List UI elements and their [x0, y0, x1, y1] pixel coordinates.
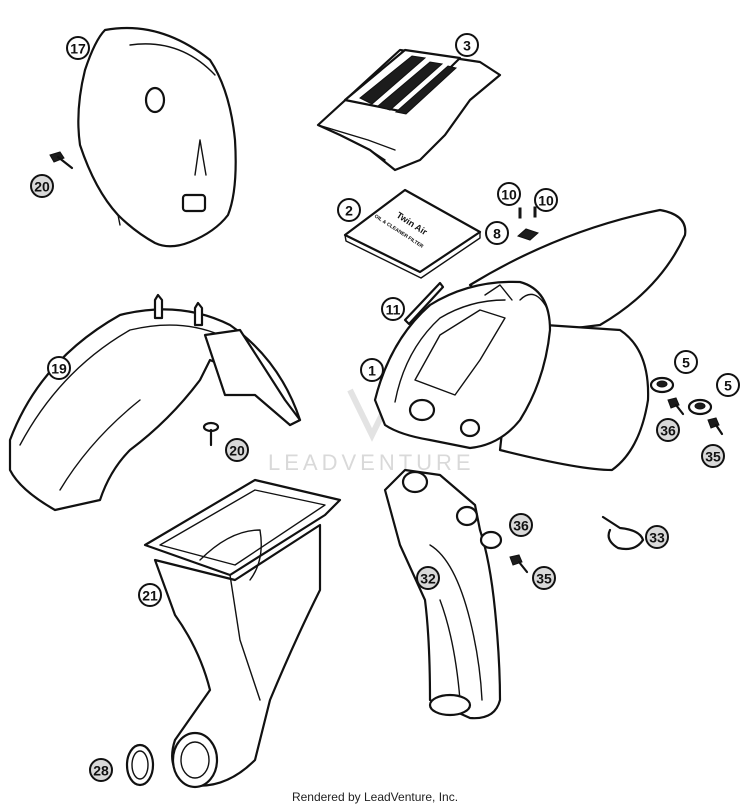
callout-8[interactable]: 8 [485, 221, 509, 245]
callout-label: 1 [368, 363, 376, 379]
part-11-strip[interactable] [403, 281, 445, 326]
callout-circle [89, 758, 113, 782]
part-2-decal[interactable]: Twin Air OIL & CLEANER FILTER [343, 188, 482, 279]
part-5-grommet-left[interactable] [649, 376, 675, 394]
part-35-bolt-middle[interactable] [509, 554, 529, 574]
callout-label: 10 [538, 193, 554, 209]
callouts: 17 3 20 2 10 10 8 11 19 1 5 5 36 35 20 36 33 21 32 35 28 [30, 33, 740, 782]
callout-label: 11 [386, 302, 401, 318]
part-36-washer-middle[interactable] [479, 530, 503, 550]
part-33-cable-tie[interactable] [601, 515, 645, 551]
callout-circle [66, 36, 90, 60]
callout-36[interactable]: 36 [509, 513, 533, 537]
callout-label: 2 [345, 203, 353, 219]
callout-20[interactable]: 20 [30, 174, 54, 198]
callout-circle [674, 350, 698, 374]
callout-21[interactable]: 21 [138, 583, 162, 607]
callout-10[interactable]: 10 [497, 182, 521, 206]
callout-label: 35 [536, 571, 552, 587]
callout-circle [509, 513, 533, 537]
callout-circle [656, 418, 680, 442]
callout-label: 28 [93, 763, 109, 779]
part-5-grommet-right[interactable] [687, 398, 713, 416]
callout-circle [497, 182, 521, 206]
callout-label: 5 [724, 378, 732, 394]
callout-label: 8 [493, 226, 501, 242]
callout-label: 10 [501, 187, 517, 203]
callout-32[interactable]: 32 [416, 566, 440, 590]
part-21-airbox[interactable] [143, 478, 342, 789]
callout-circle [337, 198, 361, 222]
callout-label: 5 [682, 355, 690, 371]
callout-circle [532, 566, 556, 590]
part-32-intake-duct[interactable] [383, 468, 502, 720]
callout-circle [47, 356, 71, 380]
part-17-number-plate[interactable] [77, 26, 237, 248]
callout-circle [30, 174, 54, 198]
callout-35[interactable]: 35 [532, 566, 556, 590]
callout-19[interactable]: 19 [47, 356, 71, 380]
callout-circle [701, 444, 725, 468]
callout-label: 3 [463, 38, 471, 54]
callout-label: 32 [420, 571, 436, 587]
watermark-text: LEADVENTURE [268, 450, 475, 475]
part-3-airbox-cover[interactable] [316, 48, 502, 172]
callout-circle [455, 33, 479, 57]
callout-5[interactable]: 5 [716, 373, 740, 397]
callout-35[interactable]: 35 [701, 444, 725, 468]
callout-2[interactable]: 2 [337, 198, 361, 222]
callout-circle [485, 221, 509, 245]
callout-10[interactable]: 10 [534, 188, 558, 212]
callout-label: 36 [660, 423, 676, 439]
part-19-front-fender[interactable] [8, 293, 302, 512]
callout-label: 19 [51, 361, 67, 377]
callout-label: 21 [142, 588, 158, 604]
callout-circle [416, 566, 440, 590]
part-20-bolt-top[interactable] [49, 151, 74, 170]
callout-20[interactable]: 20 [225, 438, 249, 462]
callout-33[interactable]: 33 [645, 525, 669, 549]
callout-11[interactable]: 11 [381, 297, 405, 321]
callout-circle [645, 525, 669, 549]
callout-circle [360, 358, 384, 382]
callout-label: 35 [705, 449, 721, 465]
callout-17[interactable]: 17 [66, 36, 90, 60]
part-1-rear-fender[interactable] [373, 208, 687, 472]
callout-36[interactable]: 36 [656, 418, 680, 442]
footer-credit: Rendered by LeadVenture, Inc. [291, 790, 459, 804]
callout-label: 20 [34, 179, 50, 195]
part-35-bolt-right-2[interactable] [707, 417, 724, 436]
callout-circle [534, 188, 558, 212]
callout-1[interactable]: 1 [360, 358, 384, 382]
callout-circle [138, 583, 162, 607]
part-8-clip[interactable] [517, 228, 539, 241]
callout-circle [716, 373, 740, 397]
callout-label: 33 [649, 530, 665, 546]
callout-circle [381, 297, 405, 321]
callout-circle [225, 438, 249, 462]
callout-label: 17 [70, 41, 86, 57]
part-28-clamp[interactable] [125, 743, 155, 787]
part-20-bolt-middle[interactable] [202, 421, 220, 447]
callout-28[interactable]: 28 [89, 758, 113, 782]
callout-3[interactable]: 3 [455, 33, 479, 57]
callout-5[interactable]: 5 [674, 350, 698, 374]
callout-label: 20 [229, 443, 245, 459]
part-35-bolt-right-1[interactable] [667, 397, 685, 416]
part-10-fasteners[interactable] [518, 206, 537, 219]
callout-label: 36 [513, 518, 529, 534]
